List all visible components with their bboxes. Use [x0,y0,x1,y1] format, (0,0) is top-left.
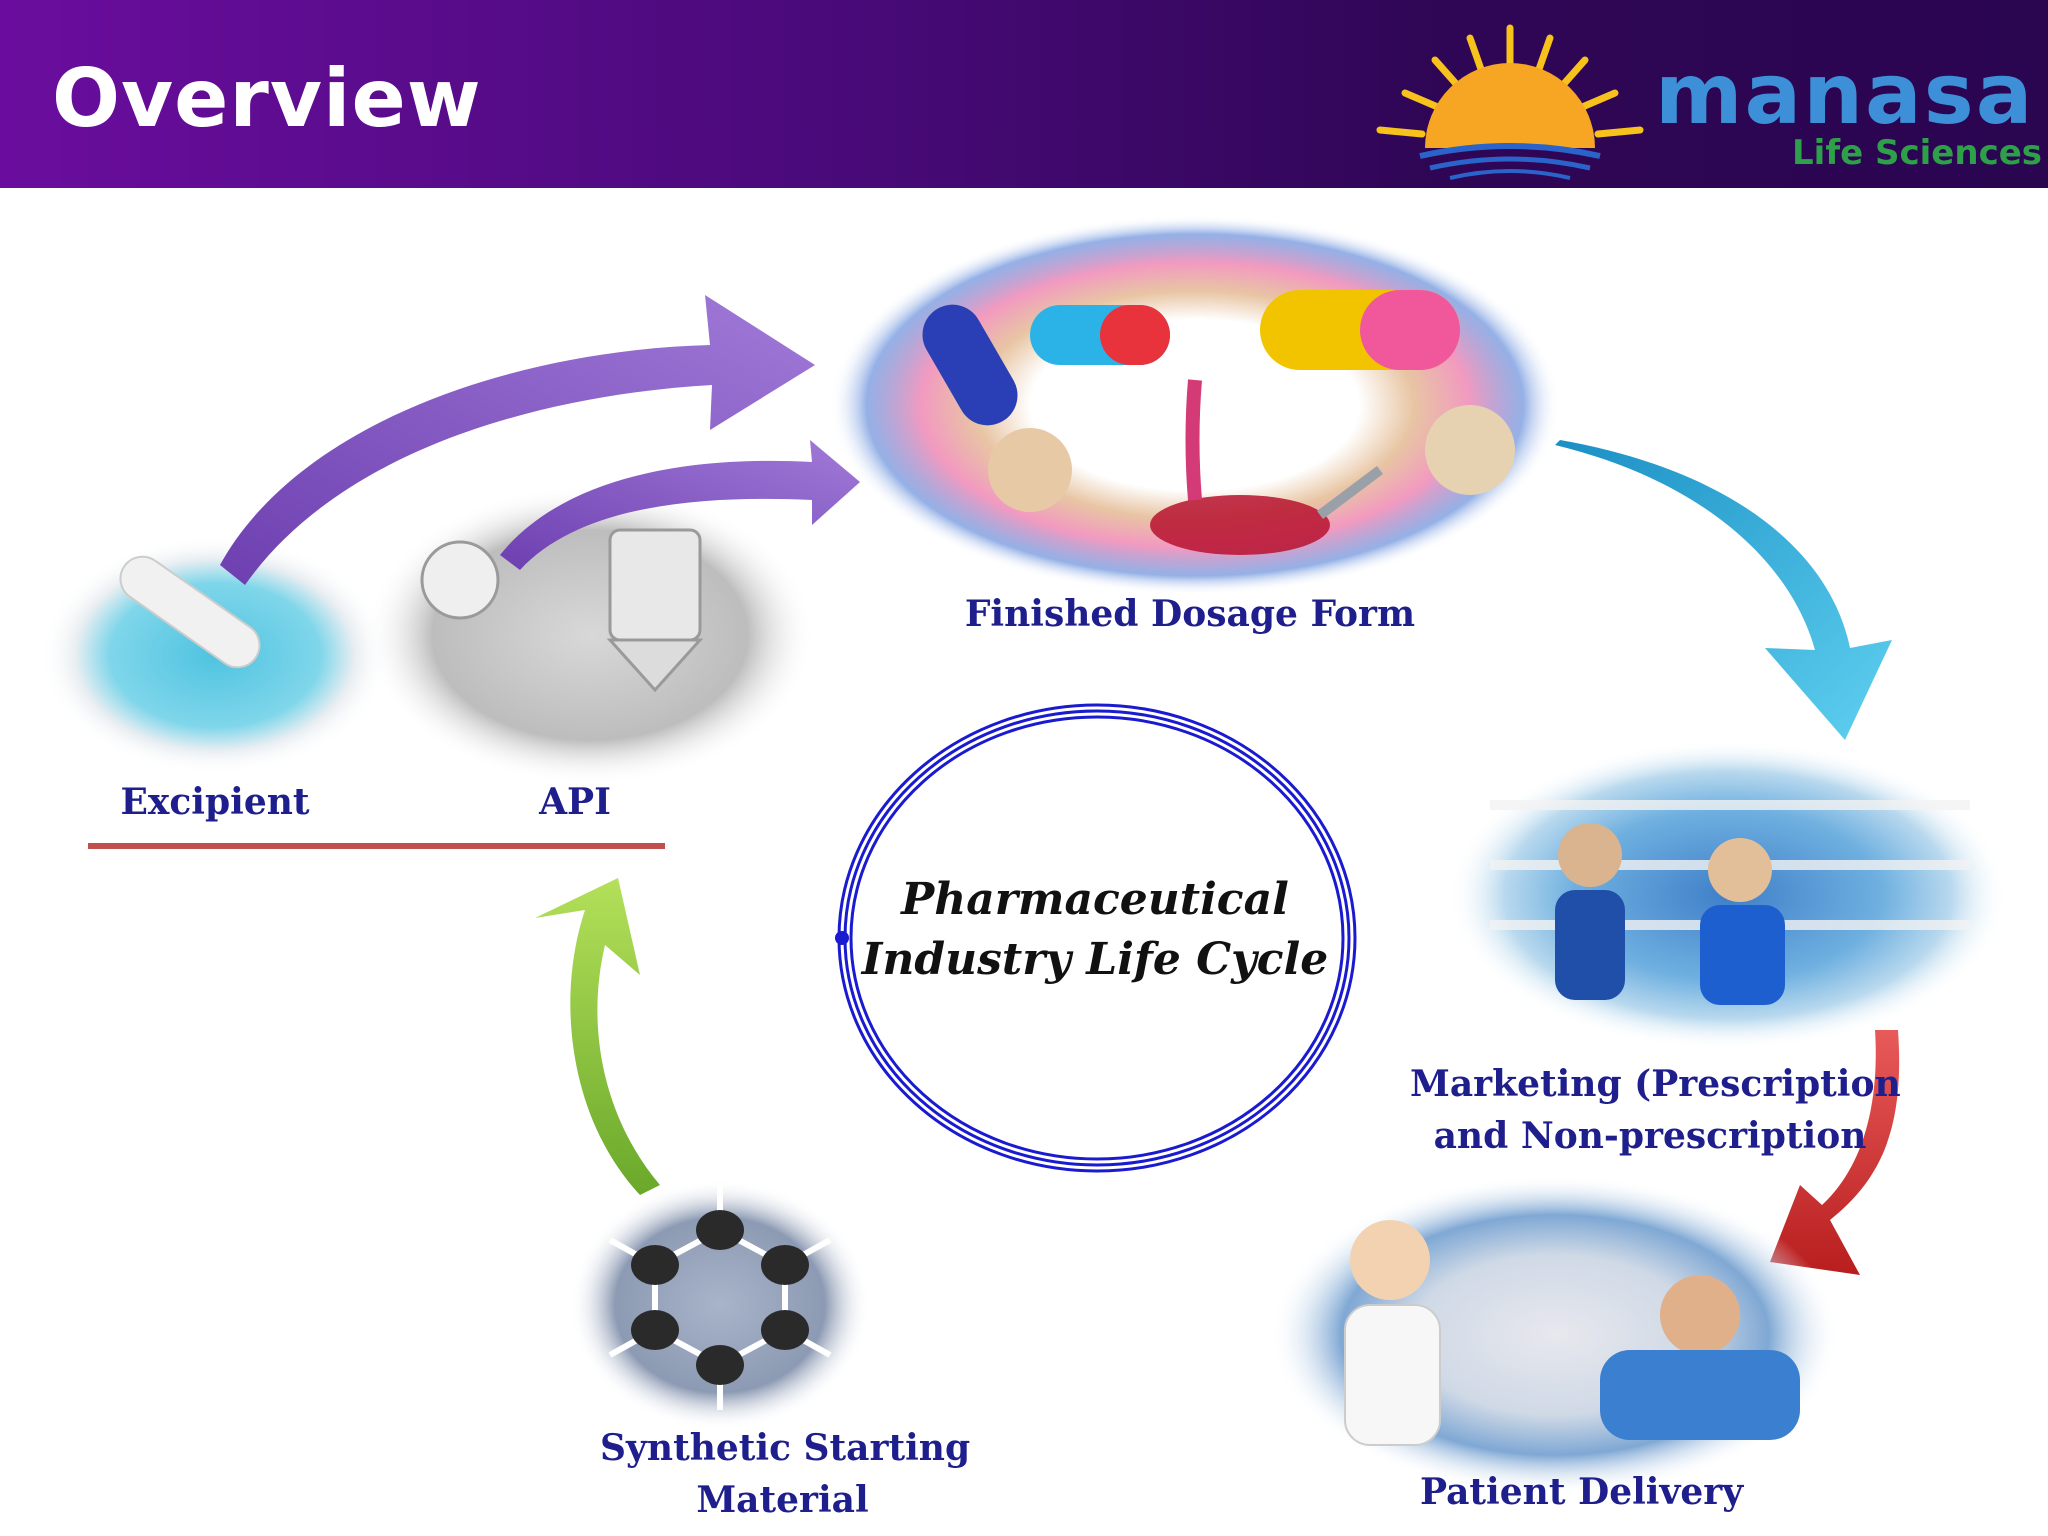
arrow-api-to-fdf [500,440,860,570]
arrow-fdf-to-marketing [1555,440,1892,740]
sun-logo-icon [1376,24,1644,180]
brand-name: manasa [1655,45,2035,143]
api-image [365,485,815,785]
page-title: Overview [52,52,482,145]
center-title-line1: Pharmaceutical [901,874,1289,925]
label-excipient: Excipient [120,781,310,823]
arrow-synthetic-to-api [535,878,660,1195]
pills-image [830,215,1560,595]
label-synthetic-line1: Synthetic Starting [600,1427,971,1469]
brand-subtitle: Life Sciences [1792,133,2043,173]
arrow-marketing-to-patient [1770,1030,1900,1275]
label-synthetic-line2: Material [696,1479,869,1521]
excipient-image [40,535,390,775]
label-marketing-line1: Marketing (Prescription [1410,1063,1901,1105]
center-title: Pharmaceutical Industry Life Cycle [850,870,1340,990]
label-synthetic: Synthetic Starting Material [600,1422,971,1526]
label-marketing: Marketing (Prescription and Non-prescrip… [1410,1058,1901,1162]
label-marketing-line2: and Non-prescription [1433,1115,1867,1157]
marketing-image [1448,740,2008,1050]
label-patient-delivery: Patient Delivery [1420,1471,1744,1513]
label-api: API [539,781,611,823]
arrow-excipient-to-fdf [220,295,815,585]
header-bar: Overview manasa Life Sciences [0,0,2048,188]
patient-image [1270,1175,1840,1495]
center-ring [835,703,1357,1173]
center-title-line2: Industry Life Cycle [861,934,1329,985]
molecule-image [570,1180,870,1430]
label-finished-dosage-form: Finished Dosage Form [964,593,1416,635]
